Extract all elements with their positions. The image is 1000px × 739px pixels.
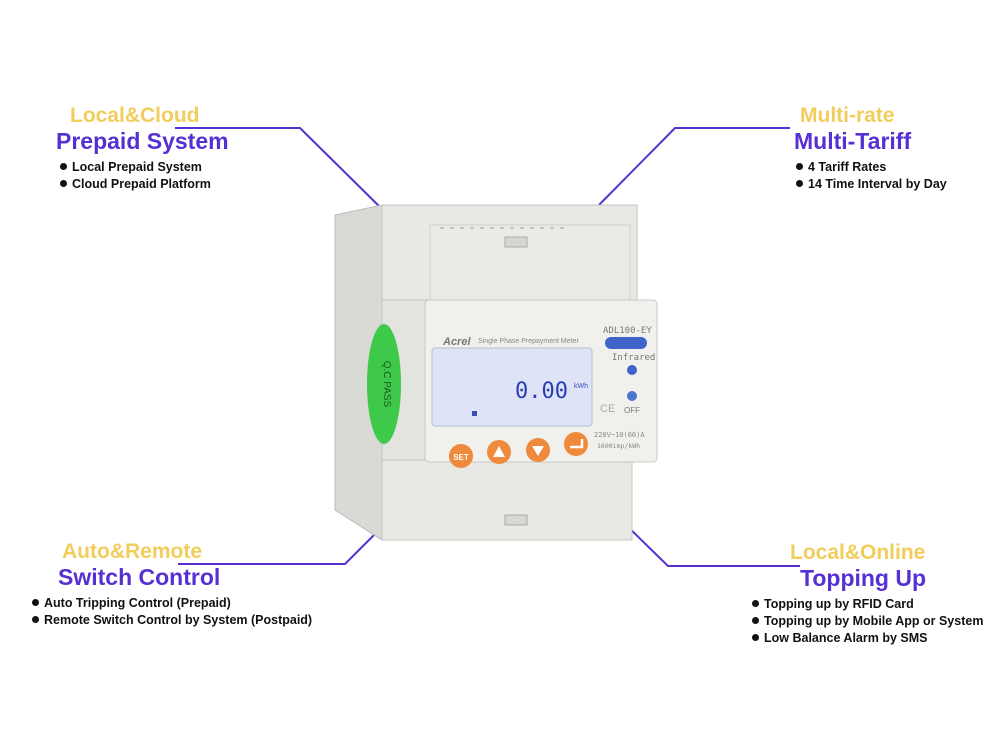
qc-sticker-text: Q.C PASS (381, 361, 392, 408)
list-item: Remote Switch Control by System (Postpai… (32, 612, 312, 629)
feature-title: Topping Up (800, 565, 927, 591)
constant-text: 1600imp/kWh (597, 442, 640, 450)
led-indicator-off (627, 391, 637, 401)
qc-sticker (367, 324, 401, 444)
feature-switch-control: Auto&Remote Switch Control Auto Tripping… (32, 540, 312, 629)
feature-title: Switch Control (58, 564, 221, 590)
bottom-cover (381, 459, 633, 541)
list-item: Topping up by RFID Card (752, 596, 983, 613)
brand-logo: Acrel (442, 336, 471, 348)
infrared-label: Infrared (612, 353, 655, 363)
lcd-value: 0.00 (515, 379, 568, 404)
down-arrow-icon (532, 446, 544, 456)
up-arrow-icon (493, 446, 505, 457)
list-item: Auto Tripping Control (Prepaid) (32, 595, 312, 612)
feature-subtitle: Local&Online (790, 541, 926, 564)
down-button[interactable] (526, 438, 550, 462)
feature-subtitle: Auto&Remote (62, 540, 202, 563)
feature-multi-tariff: Multi-rate Multi-Tariff 4 Tariff Rates 1… (794, 104, 947, 193)
feature-subtitle: Multi-rate (800, 104, 895, 127)
lcd-display (431, 347, 593, 427)
list-item: Topping up by Mobile App or System (752, 613, 983, 630)
list-item: Local Prepaid System (60, 159, 229, 176)
led-indicator-pulse (627, 365, 637, 375)
list-item: Cloud Prepaid Platform (60, 176, 229, 193)
infrared-window (605, 337, 647, 349)
rating-text: 220V~10(60)A (594, 431, 645, 439)
enter-button[interactable] (564, 432, 588, 456)
set-button[interactable]: SET (449, 444, 473, 468)
lock-icon (472, 411, 477, 416)
list-item: 14 Time Interval by Day (796, 176, 947, 193)
enter-icon (570, 439, 584, 449)
leader-lines (175, 127, 800, 567)
feature-topping-up: Local&Online Topping Up Topping up by RF… (752, 541, 983, 647)
up-button[interactable] (487, 440, 511, 464)
ce-mark: CE (600, 403, 615, 415)
model-number: ADL100-EY (603, 326, 652, 336)
product-name: Single Phase Prepayment Meter (478, 338, 579, 345)
set-button-label: SET (453, 453, 469, 462)
list-item: Low Balance Alarm by SMS (752, 630, 983, 647)
feature-prepaid-system: Local&Cloud Prepaid System Local Prepaid… (56, 104, 229, 193)
off-label: OFF (624, 406, 640, 415)
feature-title: Multi-Tariff (794, 128, 912, 154)
list-item: 4 Tariff Rates (796, 159, 947, 176)
feature-title: Prepaid System (56, 128, 229, 154)
feature-subtitle: Local&Cloud (70, 104, 200, 127)
lcd-unit: kWh (574, 383, 588, 390)
